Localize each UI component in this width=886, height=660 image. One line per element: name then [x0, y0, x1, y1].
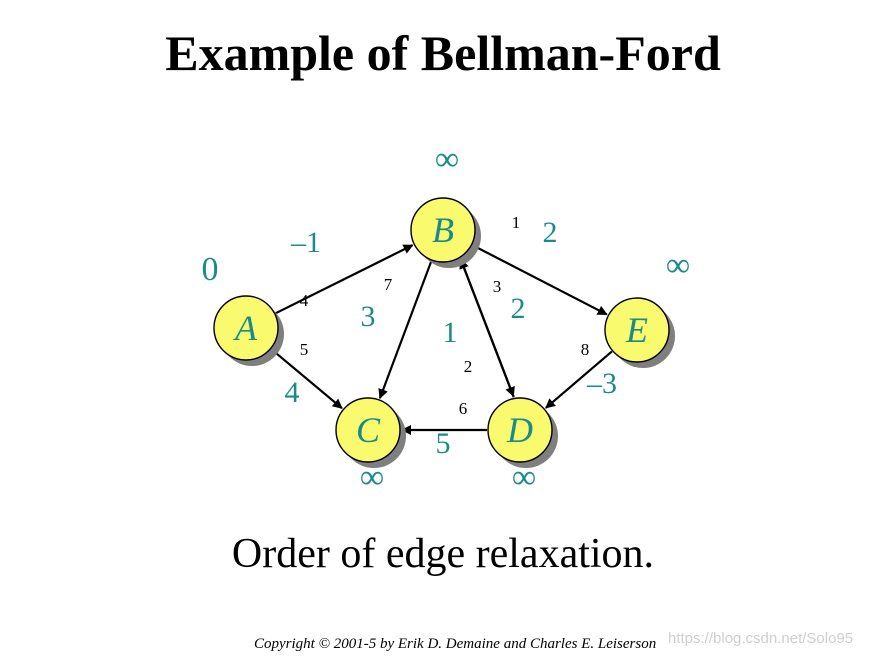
edge-b-e [471, 244, 608, 316]
node-circle [487, 397, 553, 463]
node-circle [604, 297, 670, 363]
node-distance-a: 0 [202, 251, 219, 288]
node-distance-e: ∞ [666, 247, 690, 284]
edges-layer [270, 244, 613, 435]
node-a: A [213, 295, 284, 366]
edge-order-d-b: 2 [464, 357, 473, 376]
edge-d-b [459, 258, 515, 398]
edge-b-c [378, 260, 433, 400]
edge-weight-a-c: 4 [285, 376, 300, 409]
node-circle [410, 197, 476, 263]
edge-weight-b-c: 3 [361, 300, 376, 333]
node-distance-c: ∞ [360, 459, 384, 496]
copyright-notice: Copyright © 2001-5 by Erik D. Demaine an… [254, 636, 657, 652]
node-label: B [432, 210, 454, 250]
node-d: D [487, 397, 558, 468]
page-title: Example of Bellman-Ford [165, 25, 721, 81]
edge-order-b-c: 7 [384, 275, 393, 294]
nodes-layer: A B C D E [213, 197, 675, 468]
edge-order-a-c: 5 [300, 340, 309, 359]
node-label: C [356, 410, 381, 450]
edge-weight-d-b: 1 [443, 316, 458, 349]
edge-weight-e-d: –3 [586, 367, 617, 400]
edge-e-d [545, 350, 613, 409]
edge-a-c [270, 348, 343, 410]
node-distance-b: ∞ [435, 141, 459, 178]
watermark-url: https://blog.csdn.net/Solo95 [668, 630, 854, 647]
edge-weight-b-d: 2 [511, 292, 526, 325]
edge-order-e-d: 8 [581, 340, 590, 359]
edge-order-b-d: 3 [493, 277, 502, 296]
node-c: C [335, 397, 406, 468]
edge-order-a-b: 4 [300, 291, 309, 310]
node-label: D [506, 410, 533, 450]
node-circle [213, 295, 279, 361]
node-distance-d: ∞ [512, 459, 536, 496]
edge-weight-b-e: 2 [543, 216, 558, 249]
edge-weight-a-b: –1 [290, 226, 321, 259]
node-e: E [604, 297, 675, 368]
node-circle [335, 397, 401, 463]
edge-weight-d-c: 5 [436, 427, 451, 460]
node-b: B [410, 197, 481, 268]
node-label: A [233, 308, 258, 348]
edge-a-b [275, 244, 414, 315]
caption: Order of edge relaxation. [231, 531, 655, 577]
node-label: E [625, 310, 648, 350]
edge-order-d-c: 6 [459, 399, 468, 418]
edge-order-b-e: 1 [512, 213, 521, 232]
